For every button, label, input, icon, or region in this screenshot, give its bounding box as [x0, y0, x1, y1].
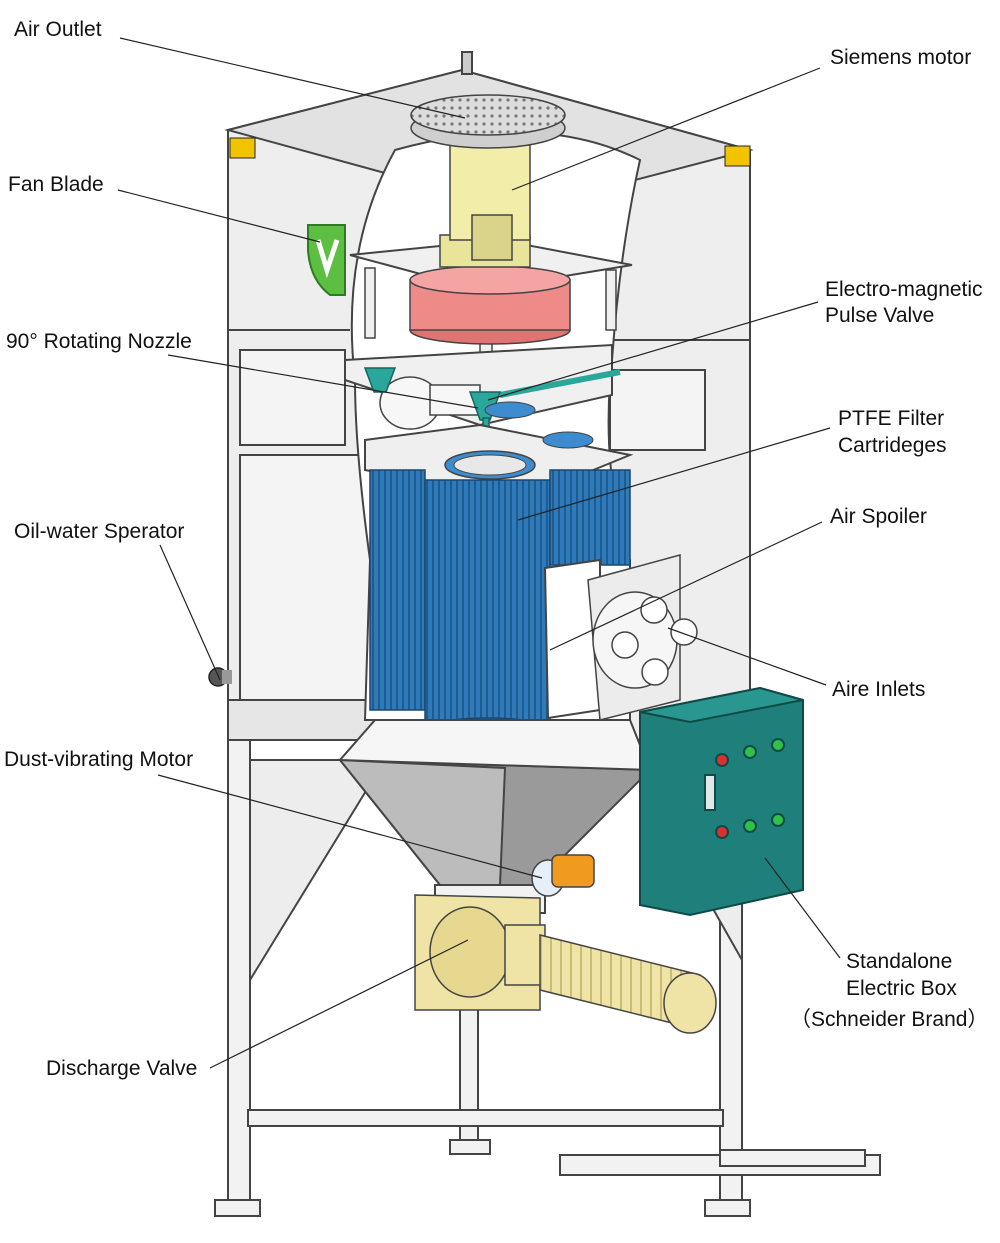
brand-logo [307, 224, 346, 296]
pulse-valve-pipe [499, 369, 621, 398]
label-ptfe-line1: PTFE Filter [838, 407, 945, 430]
label-pulse-valve-line1: Electro-magnetic [825, 278, 983, 301]
ptfe-filter-cartridges [369, 469, 631, 743]
warning-label-left [229, 137, 256, 159]
air-inlets [587, 554, 698, 721]
label-electric-box-line2: Electric Box [846, 977, 957, 1000]
label-electric-box-line3: （Schneider Brand） [790, 1008, 989, 1031]
oil-water-separator [208, 667, 232, 687]
label-air-spoiler: Air Spoiler [830, 505, 927, 528]
dust-vibrating-motor [531, 854, 595, 897]
label-fan-blade: Fan Blade [8, 173, 104, 196]
label-pulse-valve-line2: Pulse Valve [825, 304, 935, 327]
label-ptfe-line2: Cartrideges [838, 434, 947, 457]
label-electric-box-line1: Standalone [846, 950, 953, 973]
label-rotating-nozzle: 90° Rotating Nozzle [6, 330, 192, 353]
hopper [337, 719, 653, 914]
label-air-outlet: Air Outlet [14, 18, 102, 41]
label-dust-vibrating-motor: Dust-vibrating Motor [4, 748, 194, 771]
label-siemens-motor: Siemens motor [830, 46, 972, 69]
warning-label-right [724, 145, 751, 167]
electric-box [639, 686, 804, 917]
siemens-motor [439, 144, 531, 268]
label-oil-water-separator: Oil-water Sperator [14, 520, 185, 543]
discharge-valve [414, 894, 717, 1034]
label-aire-inlets: Aire Inlets [832, 678, 926, 701]
fan-blade [409, 265, 571, 345]
air-outlet-grill [410, 94, 566, 149]
callout-lines [117, 37, 841, 1069]
label-discharge-valve: Discharge Valve [46, 1057, 198, 1080]
